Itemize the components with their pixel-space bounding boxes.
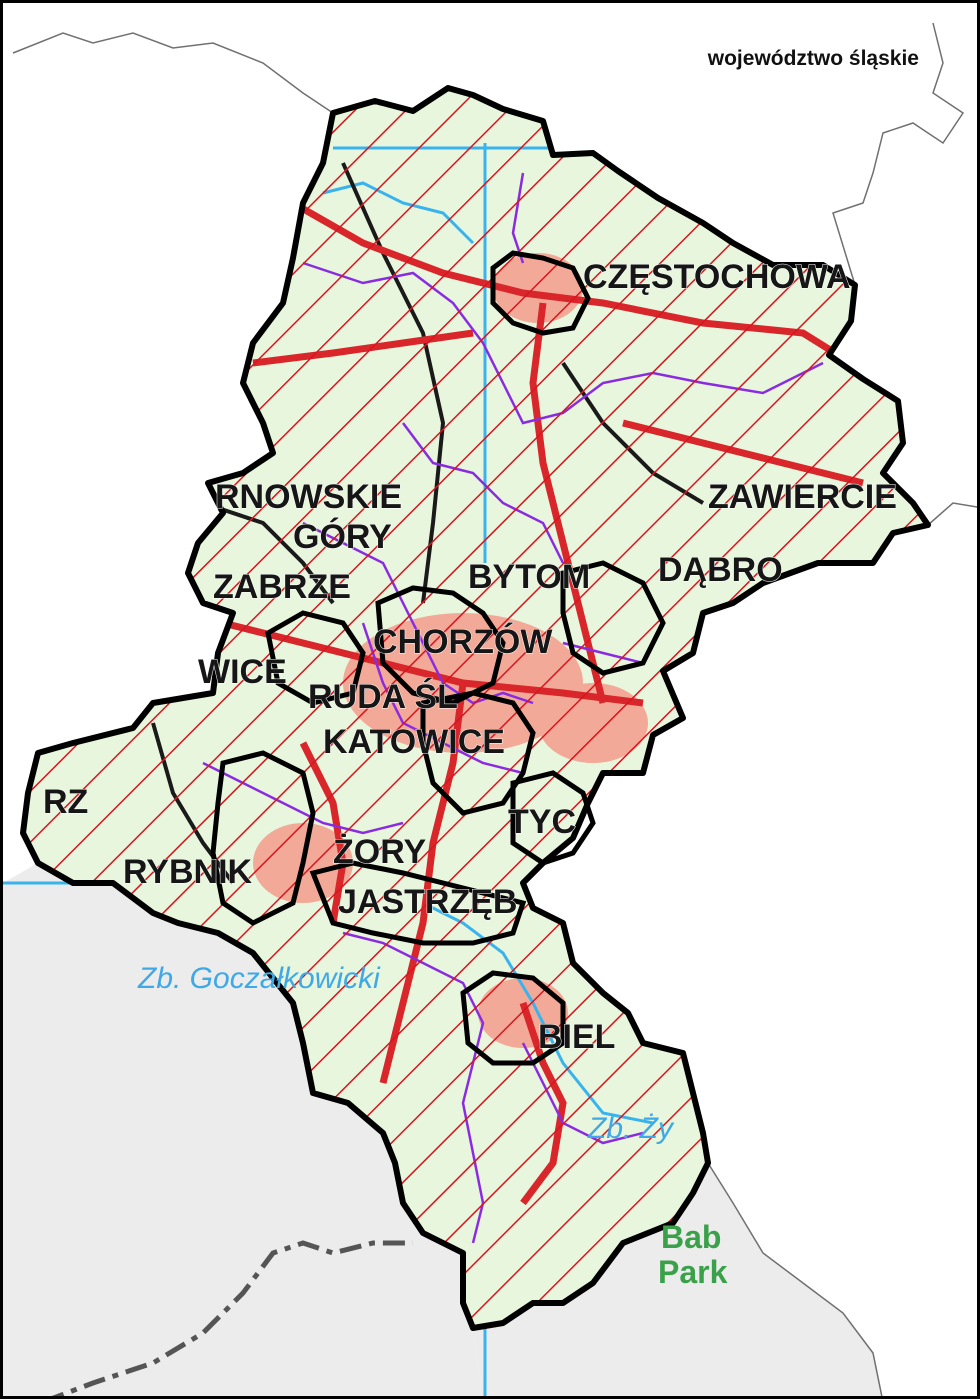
city-label-tychy: TYC (508, 803, 576, 841)
city-label-zory: ŻORY (333, 833, 427, 871)
city-label-jastrzebie: JASTRZĘB (338, 883, 517, 921)
outside-area-southwest (58, 1233, 483, 1396)
outside-area-southeast (473, 1163, 882, 1396)
neighbour-boundary-northeast (832, 22, 965, 286)
water-label-goczalkowicki: Zb. Goczałkowicki (137, 962, 381, 995)
city-label-raciborz: RZ (43, 783, 88, 821)
county-border-tychy (510, 770, 596, 866)
city-label-zabrze: ZABRZE (213, 568, 351, 606)
water-label-zywiecki: Zb. Ży (587, 1112, 675, 1145)
county-border-zory-jastrzebie (309, 860, 527, 946)
county-border-bielsko (460, 970, 566, 1066)
city-label-rybnik: RYBNIK (123, 853, 253, 891)
map-canvas: CZĘSTOCHOWA ZAWIERCIE RNOWSKIE GÓRY ZABR… (3, 22, 977, 1396)
city-label-bielsko: BIEL (538, 1018, 615, 1056)
county-border-rybnik (210, 750, 316, 926)
city-label-gliwice: WICE (198, 653, 287, 691)
neighbour-boundary-east (927, 502, 977, 526)
outside-area-south (3, 863, 423, 1396)
city-label-gory: GÓRY (293, 518, 392, 556)
city-label-czestochowa: CZĘSTOCHOWA (583, 258, 851, 296)
city-label-katowice: KATOWICE (323, 723, 505, 761)
city-label-zawiercie: ZAWIERCIE (708, 478, 897, 516)
city-label-bytom: BYTOM (468, 558, 590, 596)
county-border-gliwice (265, 610, 366, 706)
county-border-dabrowa (560, 560, 666, 676)
city-label-chorzow: CHORZÓW (373, 623, 553, 661)
region-title: województwo śląskie (707, 47, 919, 70)
park-label-babia-line2: Park (658, 1254, 728, 1290)
city-label-dabrowa: DĄBRO (658, 551, 783, 589)
national-border (51, 1240, 413, 1396)
county-border-czestochowa (490, 250, 591, 336)
park-label-babia-line1: Bab (661, 1219, 721, 1255)
city-label-tarnowskie: RNOWSKIE (215, 478, 402, 516)
neighbour-boundary-southeast (707, 1162, 883, 1396)
county-border-bytom-chorzow (375, 585, 506, 706)
city-label-ruda: RUDA ŚL (308, 678, 458, 716)
neighbour-boundary-north (12, 32, 334, 114)
